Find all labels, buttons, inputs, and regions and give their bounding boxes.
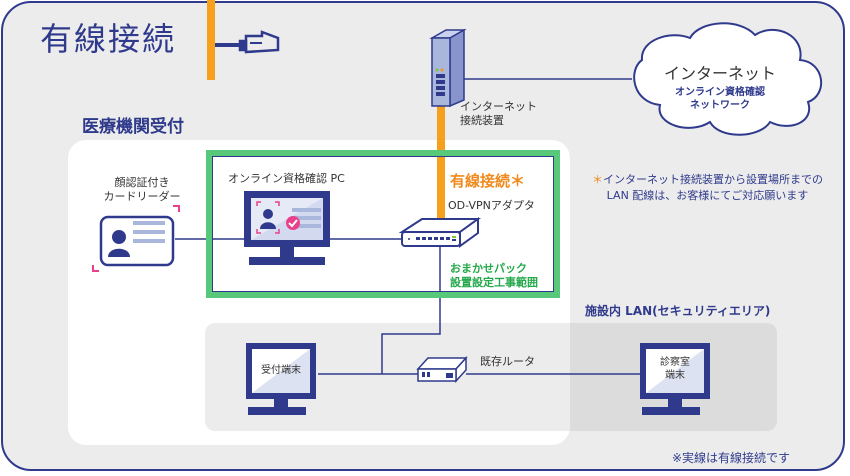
clinic-label: 医療機関受付 <box>82 117 184 137</box>
pc-label: オンライン資格確認 PC <box>228 172 345 185</box>
card-reader-label: 顔認証付きカードリーダー <box>103 176 181 203</box>
install-scope-box <box>206 150 560 298</box>
wired-legend-line <box>207 0 215 80</box>
reception-terminal-label: 受付端末 <box>261 365 301 376</box>
cloud-label: インターネット オンライン資格確認 ネットワーク <box>663 64 776 111</box>
install-pack-label: おまかせパック設置設定工事範囲 <box>450 262 538 289</box>
page-title: 有線接続 <box>40 20 177 58</box>
router-icon <box>416 356 468 383</box>
wiring-note: ＊インターネット接続装置から設置場所までの LAN 配線は、お客様にてご対応願い… <box>592 173 823 202</box>
router-label: 既存ルータ <box>480 355 535 368</box>
adapter-label: OD-VPNアダプタ <box>448 199 535 212</box>
ethernet-plug-icon <box>215 30 280 54</box>
id-card-icon <box>92 205 180 272</box>
vpn-adapter-icon <box>398 217 482 248</box>
cloud-icon <box>633 22 823 136</box>
monitor-icon <box>640 343 710 415</box>
footer-note: ※実線は有線接続です <box>672 451 791 465</box>
internet-device-label: インターネット接続装置 <box>460 100 537 127</box>
lan-label: 施設内 LAN(セキュリティエリア) <box>585 304 771 318</box>
wired-label: 有線接続＊ <box>450 172 526 190</box>
monitor-icon <box>246 343 316 415</box>
monitor-icon <box>244 191 330 265</box>
exam-terminal-label: 診察室端末 <box>660 357 690 381</box>
modem-icon <box>429 28 467 108</box>
